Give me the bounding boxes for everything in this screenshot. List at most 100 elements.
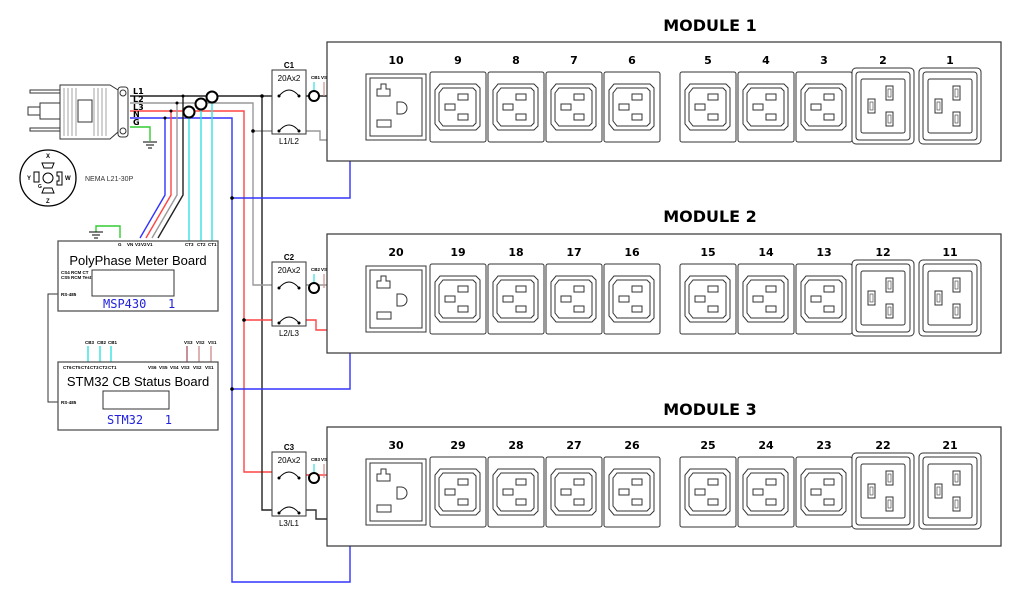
c13-outlet-icon bbox=[737, 456, 795, 528]
nema-plug-icon bbox=[27, 84, 129, 140]
outlet-number: 22 bbox=[875, 439, 890, 452]
c13-outlet-icon bbox=[603, 263, 661, 335]
status-lcd bbox=[102, 390, 170, 410]
status-vs-label: VS6 bbox=[148, 365, 157, 370]
status-board-title: STM32 CB Status Board bbox=[67, 374, 209, 389]
outlet-number: 27 bbox=[566, 439, 581, 452]
status-vs-label: VS4 bbox=[170, 365, 179, 370]
wire-label-g: G bbox=[133, 118, 140, 127]
status-vs-label: VS2 bbox=[193, 365, 202, 370]
svg-text:CT2: CT2 bbox=[197, 242, 206, 247]
c13-outlet-icon bbox=[737, 71, 795, 143]
breaker-id: C1 bbox=[284, 61, 295, 70]
status-ct-label: CT6 bbox=[63, 365, 72, 370]
outlet-number: 4 bbox=[762, 54, 770, 67]
status-ct-tag: CB1 bbox=[108, 340, 117, 345]
outlet-number: 21 bbox=[942, 439, 957, 452]
breaker-vs-tag: VS2 bbox=[321, 267, 330, 272]
c19-outlet-icon bbox=[918, 259, 982, 337]
breaker-rating: 20Ax2 bbox=[278, 266, 301, 275]
c13-outlet-icon bbox=[679, 263, 737, 335]
svg-text:Y: Y bbox=[27, 176, 31, 182]
current-transformers bbox=[182, 90, 219, 119]
svg-text:G: G bbox=[118, 242, 122, 247]
breaker-contact-icon bbox=[278, 471, 300, 479]
status-ct-label: CT4 bbox=[81, 365, 90, 370]
ground-wire bbox=[130, 126, 151, 141]
breaker-ct-tag: CB1 bbox=[311, 75, 320, 80]
outlet-number: 30 bbox=[388, 439, 404, 452]
breaker-ct-tag: CB3 bbox=[311, 457, 320, 462]
module-title: MODULE 1 bbox=[663, 16, 757, 35]
wire-label-l2: L2 bbox=[133, 95, 144, 104]
outlet-number: 24 bbox=[758, 439, 774, 452]
svg-text:W: W bbox=[65, 176, 71, 182]
c13-outlet-icon bbox=[487, 263, 545, 335]
outlet-number: 26 bbox=[624, 439, 640, 452]
breaker-contact-icon bbox=[278, 316, 300, 324]
l2-trunk bbox=[252, 131, 278, 286]
outlet-number: 17 bbox=[566, 246, 581, 259]
polyphase-meter-board: PolyPhase Meter Board MSP430 1 G VN V3 V… bbox=[57, 240, 219, 312]
meter-board-title: PolyPhase Meter Board bbox=[69, 253, 206, 268]
status-vs-label: VS1 bbox=[205, 365, 214, 370]
status-vs-label: VS5 bbox=[159, 365, 168, 370]
status-vs-tag: VS1 bbox=[208, 340, 217, 345]
c13-outlet-icon bbox=[679, 456, 737, 528]
outlet-number: 1 bbox=[946, 54, 954, 67]
c19-outlet-icon bbox=[851, 452, 915, 530]
module-title: MODULE 2 bbox=[663, 207, 757, 226]
breaker-rating: 20Ax2 bbox=[278, 456, 301, 465]
outlet-number: 8 bbox=[512, 54, 520, 67]
svg-text:X: X bbox=[46, 154, 50, 160]
outlet-number: 2 bbox=[879, 54, 887, 67]
outlet-number: 29 bbox=[450, 439, 465, 452]
c13-outlet-icon bbox=[429, 263, 487, 335]
svg-text:V3: V3 bbox=[135, 242, 141, 247]
nema-5-20-outlet-icon bbox=[365, 73, 427, 141]
breaker-phases: L3/L1 bbox=[279, 519, 300, 528]
outlet-number: 18 bbox=[508, 246, 523, 259]
c19-outlet-icon bbox=[851, 67, 915, 145]
status-ct-label: CT2 bbox=[99, 365, 108, 370]
outlet-number: 16 bbox=[624, 246, 640, 259]
wire-labels: L1 L2 L3 N G bbox=[133, 87, 144, 127]
outlet-number: 5 bbox=[704, 54, 712, 67]
nema-5-20-outlet-icon bbox=[365, 265, 427, 333]
outlet-number: 9 bbox=[454, 54, 462, 67]
svg-text:G: G bbox=[38, 184, 42, 190]
status-ct-label: CT1 bbox=[108, 365, 117, 370]
c13-outlet-icon bbox=[429, 456, 487, 528]
outlet-number: 12 bbox=[875, 246, 890, 259]
c13-outlet-icon bbox=[795, 71, 853, 143]
c13-outlet-icon bbox=[545, 71, 603, 143]
breaker-contact-icon bbox=[278, 281, 300, 289]
outlet-number: 23 bbox=[816, 439, 831, 452]
breaker-contact-icon bbox=[278, 124, 300, 132]
status-ct-tag: CB3 bbox=[85, 340, 94, 345]
l2-bus bbox=[130, 102, 278, 132]
status-vs-tag: VS3 bbox=[184, 340, 193, 345]
svg-text:V1: V1 bbox=[147, 242, 153, 247]
svg-text:V2: V2 bbox=[141, 242, 147, 247]
ct-sensor-icon bbox=[308, 472, 320, 484]
nema-label: NEMA L21-30P bbox=[85, 176, 134, 183]
breaker-phases: L1/L2 bbox=[279, 137, 300, 146]
c13-outlet-icon bbox=[545, 456, 603, 528]
ground-icon bbox=[143, 141, 157, 149]
c13-outlet-icon bbox=[737, 263, 795, 335]
outlet-number: 11 bbox=[942, 246, 957, 259]
outlet-number: 3 bbox=[820, 54, 828, 67]
c13-outlet-icon bbox=[679, 71, 737, 143]
svg-text:RS-485: RS-485 bbox=[61, 292, 77, 297]
outlet-number: 15 bbox=[700, 246, 715, 259]
outlet-number: 14 bbox=[758, 246, 774, 259]
ct-sensor-icon bbox=[308, 90, 320, 102]
breaker-vs-tag: VS3 bbox=[321, 457, 330, 462]
nema-face-icon: X Y W Z G bbox=[19, 149, 77, 207]
breaker-id: C3 bbox=[284, 443, 295, 452]
